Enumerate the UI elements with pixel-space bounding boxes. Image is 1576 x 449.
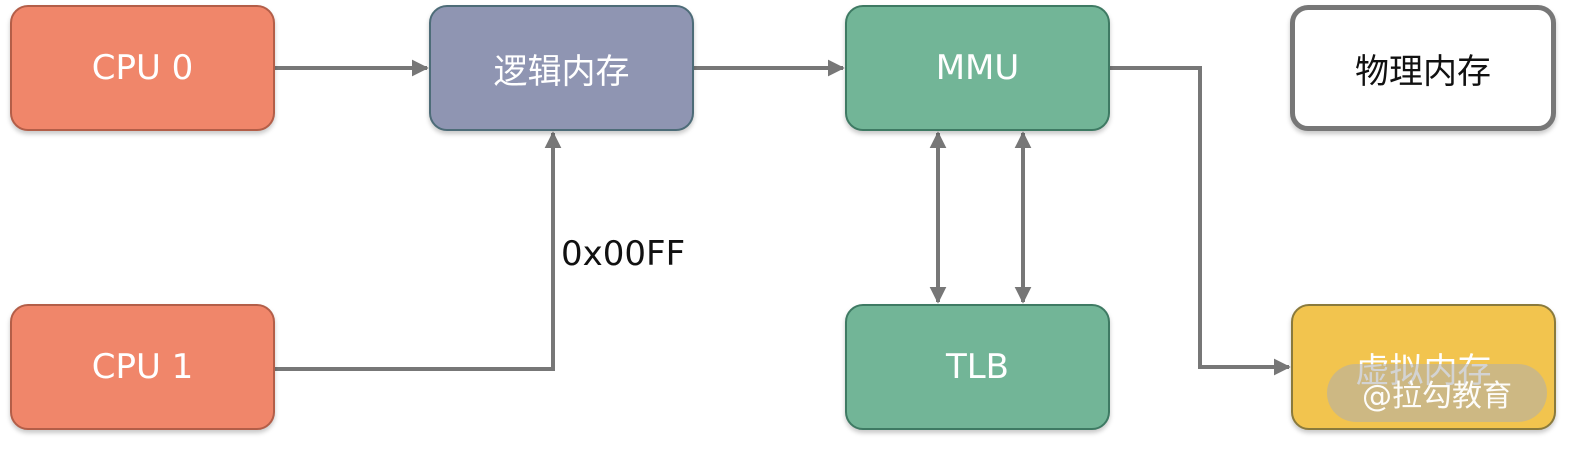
logical-memory-box: 逻辑内存 bbox=[429, 5, 694, 131]
arrow-mmu-to-virtual-memory bbox=[1110, 66, 1291, 376]
physical-memory-box: 物理内存 bbox=[1290, 5, 1556, 131]
watermark-badge: @拉勾教育 bbox=[1327, 364, 1547, 422]
mmu-label: MMU bbox=[935, 48, 1020, 88]
mmu-box: MMU bbox=[845, 5, 1110, 131]
cpu1-label: CPU 1 bbox=[91, 347, 194, 387]
address-label: 0x00FF bbox=[561, 234, 686, 274]
tlb-box: TLB bbox=[845, 304, 1110, 430]
cpu1-box: CPU 1 bbox=[10, 304, 275, 430]
tlb-label: TLB bbox=[945, 347, 1010, 387]
physical-memory-label: 物理内存 bbox=[1355, 51, 1491, 92]
arrow-cpu1-to-logical-memory bbox=[275, 131, 562, 371]
logical-memory-label: 逻辑内存 bbox=[493, 51, 630, 92]
watermark-text: @拉勾教育 bbox=[1362, 379, 1512, 414]
cpu0-label: CPU 0 bbox=[91, 48, 194, 88]
cpu0-box: CPU 0 bbox=[10, 5, 275, 131]
